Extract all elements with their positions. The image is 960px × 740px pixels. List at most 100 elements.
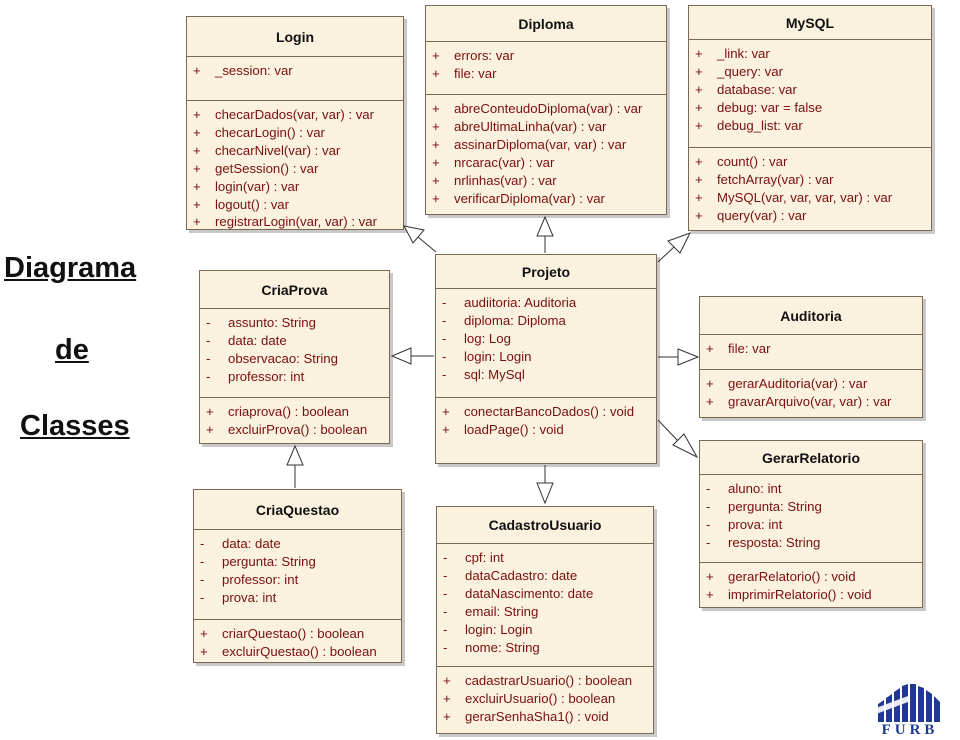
class-name: Projeto	[436, 255, 656, 289]
attribute-row: +_session: var	[193, 62, 397, 80]
class-name: CriaProva	[200, 271, 389, 309]
attribute-text: audiitoria: Auditoria	[464, 295, 577, 310]
visibility-marker: +	[695, 189, 703, 205]
furb-logo-icon	[876, 684, 940, 722]
visibility-marker: -	[442, 330, 447, 346]
attribute-text: professor: int	[222, 571, 299, 587]
visibility-marker: -	[443, 585, 448, 601]
class-criaquestao[interactable]: CriaQuestao-data: date-pergunta: String-…	[193, 489, 402, 663]
method-row: +excluirQuestao() : boolean	[200, 643, 395, 661]
methods-section: +gerarRelatorio() : void+imprimirRelator…	[700, 563, 922, 608]
visibility-marker: -	[206, 350, 211, 366]
attribute-text: professor: int	[228, 368, 305, 384]
projeto-gerarrelatorio-link	[657, 419, 679, 442]
class-auditoria[interactable]: Auditoria+file: var+gerarAuditoria(var) …	[699, 296, 923, 418]
class-diploma[interactable]: Diploma+errors: var+file: var+abreConteu…	[425, 5, 667, 215]
method-row: +nrcarac(var) : var	[432, 154, 660, 172]
methods-section: + checarDados(var, var) : var + checarLogin…	[187, 101, 403, 235]
methods-section: +criaprova() : boolean+excluirProva() : …	[200, 398, 389, 443]
visibility-marker: +	[695, 99, 703, 115]
method-text: abreUltimaLinha(var) : var	[454, 118, 607, 134]
method-row: +conectarBancoDados() : void	[442, 403, 650, 421]
diploma-inheritance-arrowhead	[536, 215, 554, 237]
method-text: login(var) : var	[215, 178, 300, 194]
visibility-marker: +	[193, 196, 201, 212]
method-row: +MySQL(var, var, var, var) : var	[695, 189, 925, 207]
method-row: + gerarAuditoria(var) : var	[706, 375, 916, 393]
class-name: CriaQuestao	[194, 490, 401, 530]
attribute-row: - log: Log	[442, 330, 650, 348]
method-text: criaprova() : boolean	[228, 404, 349, 419]
attribute-text: prova: int	[222, 589, 277, 605]
visibility-marker: -	[442, 312, 447, 328]
method-row: + criaprova() : boolean	[206, 403, 383, 421]
attribute-text: data: date	[228, 332, 287, 348]
visibility-marker: -	[442, 348, 447, 364]
method-text: abreConteudoDiploma(var) : var	[454, 101, 643, 116]
visibility-marker: +	[695, 81, 703, 97]
class-criaprova[interactable]: CriaProva-assunto: String-data: date-obs…	[199, 270, 390, 444]
attribute-row: -pergunta: String	[706, 498, 916, 516]
criaprova-inheritance-arrowhead	[390, 347, 412, 365]
class-login[interactable]: Login+_session: var+checarDados(var, var…	[186, 16, 404, 230]
method-text: criarQuestao() : boolean	[222, 626, 365, 641]
attribute-row: -email: String	[443, 603, 647, 621]
method-text: checarLogin() : var	[215, 124, 325, 140]
attribute-text: sql: MySql	[464, 366, 525, 382]
attribute-row: -resposta: String	[706, 534, 916, 552]
class-cadastrousuario[interactable]: CadastroUsuario-cpf: int-dataCadastro: d…	[436, 506, 654, 734]
visibility-marker: +	[706, 376, 714, 391]
method-text: gerarSenhaSha1() : void	[465, 708, 609, 724]
method-text: loadPage() : void	[464, 421, 564, 437]
method-text: checarDados(var, var) : var	[215, 107, 375, 122]
visibility-marker: +	[432, 136, 440, 152]
visibility-marker: +	[193, 124, 201, 140]
attribute-text: dataNascimento: date	[465, 585, 594, 601]
method-text: fetchArray(var) : var	[717, 171, 834, 187]
visibility-marker: -	[206, 368, 211, 384]
projeto-login-link	[417, 236, 437, 253]
visibility-marker: +	[432, 101, 440, 116]
class-name: Diploma	[426, 6, 666, 42]
class-name: GerarRelatorio	[700, 441, 922, 475]
visibility-marker: +	[442, 404, 450, 419]
methods-section: + gerarAuditoria(var) : var +gravarArquivo…	[700, 370, 922, 415]
visibility-marker: +	[432, 65, 440, 81]
attribute-text: file: var	[454, 65, 497, 81]
method-text: verificarDiploma(var) : var	[454, 190, 605, 206]
attribute-row: -professor: int	[200, 571, 395, 589]
methods-section: +criarQuestao() : boolean+excluirQuestao…	[194, 620, 401, 665]
visibility-marker: +	[706, 586, 714, 602]
class-mysql[interactable]: MySQL+_link: var+_query: var+database: v…	[688, 5, 932, 231]
visibility-marker: -	[706, 516, 711, 532]
method-text: gerarAuditoria(var) : var	[728, 376, 868, 391]
attributes-section: -data: date-pergunta: String-professor: …	[194, 530, 401, 620]
methods-section: +count() : var+fetchArray(var) : var+MyS…	[689, 148, 931, 229]
attribute-row: -dataCadastro: date	[443, 567, 647, 585]
visibility-marker: -	[200, 589, 205, 605]
attribute-text: dataCadastro: date	[465, 567, 578, 583]
visibility-marker: +	[206, 404, 214, 419]
attribute-row: +database: var	[695, 81, 925, 99]
methods-section: +conectarBancoDados() : void+ loadPage() …	[436, 398, 656, 443]
method-row: + checarLogin() : var	[193, 124, 397, 142]
attribute-row: +_link: var	[695, 45, 925, 63]
visibility-marker: +	[193, 63, 201, 78]
attribute-text: pergunta: String	[222, 553, 316, 569]
attribute-row: -nome: String	[443, 639, 647, 657]
visibility-marker: -	[706, 498, 711, 514]
method-row: + abreConteudoDiploma(var) : var	[432, 100, 660, 118]
attribute-row: + file: var	[432, 65, 660, 83]
method-row: +gravarArquivo(var, var) : var	[706, 393, 916, 411]
visibility-marker: +	[443, 690, 451, 706]
attribute-text: assunto: String	[228, 315, 316, 330]
attribute-text: log: Log	[464, 330, 511, 346]
class-gerarrelatorio[interactable]: GerarRelatorio-aluno: int-pergunta: Stri…	[699, 440, 923, 608]
visibility-marker: +	[442, 421, 450, 437]
class-projeto[interactable]: Projeto - audiitoria: Auditoria -diploma: D…	[435, 254, 657, 464]
method-row: +cadastrarUsuario() : boolean	[443, 672, 647, 690]
visibility-marker: -	[442, 366, 447, 382]
method-row: +imprimirRelatorio() : void	[706, 586, 916, 604]
attribute-row: -diploma: Diploma	[442, 312, 650, 330]
criaprova-from-criaquestao-arrowhead	[286, 444, 304, 466]
